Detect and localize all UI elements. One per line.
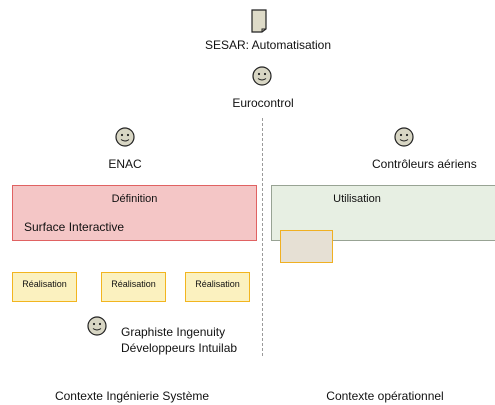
team-line: Développeurs Intuilab	[121, 341, 238, 355]
realisation-box: Réalisation	[185, 272, 250, 302]
context-divider	[262, 118, 263, 356]
realisation-label: Réalisation	[195, 279, 240, 289]
smiley-face-icon	[115, 127, 135, 147]
actor-label-enac: ENAC	[108, 157, 142, 171]
definition-box-title: Définition	[111, 193, 158, 205]
org-label: Eurocontrol	[232, 96, 294, 110]
actor-label-controllers: Contrôleurs aériens	[372, 157, 477, 171]
realisation-box: Réalisation	[101, 272, 166, 302]
realisation-label: Réalisation	[22, 279, 67, 289]
project-label: SESAR: Automatisation	[204, 38, 332, 52]
context-label-operational: Contexte opérationnel	[326, 389, 444, 403]
usage-box-title: Utilisation	[333, 193, 381, 205]
definition-box: Définition Surface Interactive	[12, 185, 257, 241]
context-label-engineering: Contexte Ingénierie Système	[54, 389, 210, 403]
document-icon	[251, 9, 267, 33]
smiley-face-icon	[87, 316, 107, 336]
team-line: Graphiste Ingenuity	[121, 325, 226, 339]
definition-box-subtitle: Surface Interactive	[24, 220, 125, 234]
usage-overlay-box	[280, 230, 333, 263]
smiley-face-icon	[394, 127, 414, 147]
realisation-label: Réalisation	[111, 279, 156, 289]
smiley-face-icon	[252, 66, 272, 86]
realisation-box: Réalisation	[12, 272, 77, 302]
